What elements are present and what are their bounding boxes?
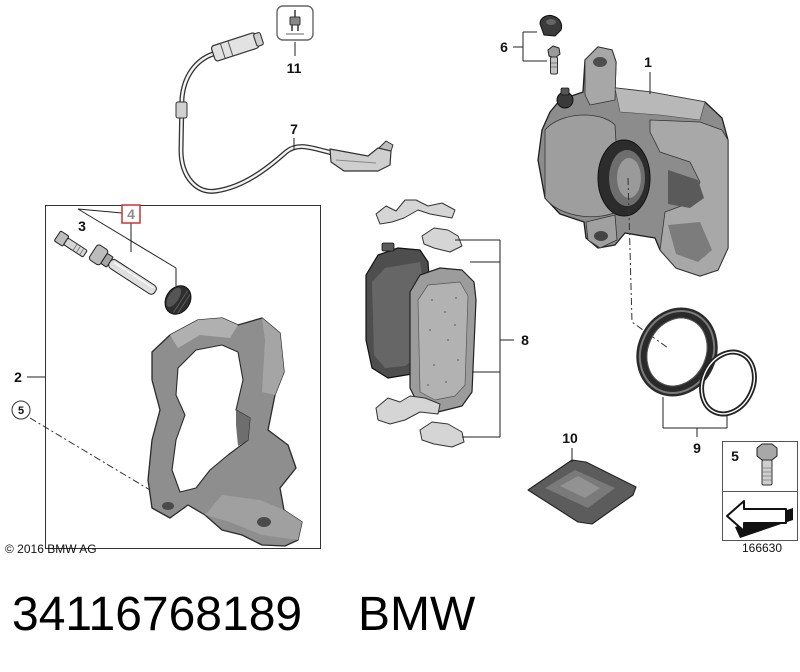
sensor-connector (210, 32, 264, 62)
bleeder-screw (547, 45, 561, 75)
diagram-id: 166630 (742, 541, 782, 555)
pad-clip-bottom-right (419, 421, 465, 448)
callout-3: 3 (78, 218, 86, 234)
caliper-carrier (147, 317, 303, 547)
brand-name: BMW (358, 588, 476, 641)
brake-pad-outer (409, 267, 477, 413)
pad-clip-bottom-left (375, 395, 441, 425)
callout-9: 9 (693, 440, 701, 456)
callout-5-circle: 5 (11, 400, 31, 420)
leader-9 (662, 397, 728, 437)
piston-axis-line (627, 177, 669, 349)
cable-clip (175, 101, 188, 119)
svg-text:5: 5 (18, 405, 24, 417)
carrier-assembly-frame (45, 205, 321, 549)
callout-4: 4 (127, 206, 135, 222)
piston-bore (597, 139, 651, 217)
pad-clip-top-left (375, 199, 456, 225)
guide-pin (88, 244, 157, 295)
plug-icon (276, 5, 314, 41)
carrier-bolt-reference-line (29, 417, 151, 491)
piston-dust-boot (636, 307, 718, 397)
callout-1: 1 (644, 54, 652, 70)
callout-8: 8 (521, 332, 529, 348)
callout-2: 2 (14, 369, 22, 385)
grease-packet (527, 459, 637, 525)
sensor-cable (178, 51, 335, 194)
sensor-head (329, 140, 394, 172)
part-number: 34116768189 (12, 588, 303, 641)
leader-4 (77, 208, 177, 286)
piston-o-ring (699, 349, 757, 417)
parts-diagram: 11 7 6 (5, 5, 798, 556)
bleeder-cap (539, 14, 563, 37)
caliper-bleeder-knob (556, 87, 574, 109)
guide-pin-boot (164, 285, 192, 315)
callout-10: 10 (562, 430, 578, 446)
callout-5-inset: 5 (731, 448, 739, 464)
pad-clip-top-right (421, 227, 463, 253)
leader-8 (455, 239, 514, 438)
carrier-bolt (756, 443, 778, 486)
wear-sensor (175, 32, 394, 194)
highlight-frame-4 (121, 204, 141, 224)
caliper-housing (537, 46, 729, 277)
guide-bolt (54, 230, 88, 258)
callout-6: 6 (500, 39, 508, 55)
assembly-arrow-icon (726, 500, 793, 538)
callout-11: 11 (287, 60, 302, 76)
leader-6 (513, 31, 547, 62)
copyright: © 2016 BMW AG (5, 542, 97, 556)
callout-7: 7 (290, 121, 298, 137)
